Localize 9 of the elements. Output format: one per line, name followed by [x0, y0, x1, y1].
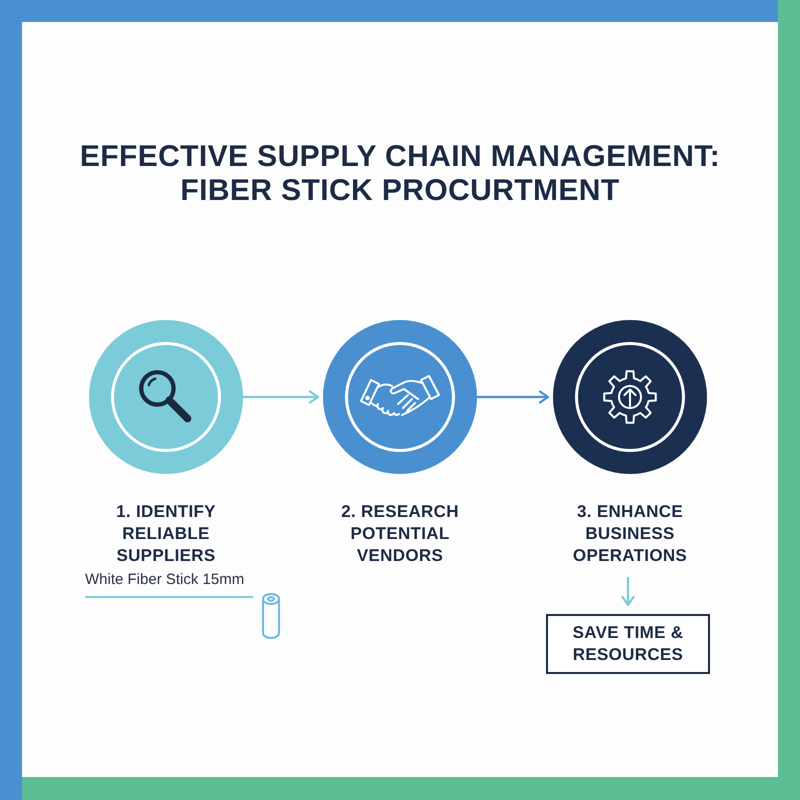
outcome-box: SAVE TIME & RESOURCES — [546, 614, 710, 674]
product-label: White Fiber Stick 15mm — [85, 570, 253, 598]
step-label: 2. RESEARCH POTENTIAL VENDORS — [340, 501, 460, 567]
arrow — [243, 390, 320, 404]
step-label: 3. ENHANCE BUSINESS OPERATIONS — [572, 501, 688, 567]
arrow — [477, 390, 550, 404]
title: EFFECTIVE SUPPLY CHAIN MANAGEMENT: FIBER STICK PROCURTMENT — [78, 140, 722, 208]
arrow — [621, 577, 635, 606]
step-label: 1. IDENTIFY RELIABLE SUPPLIERS — [115, 501, 217, 567]
